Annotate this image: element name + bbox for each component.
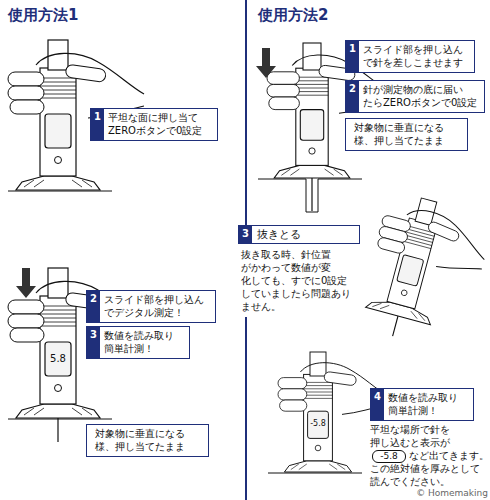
- callout-text: スライド部を押し込ん でデジタル測定！: [100, 291, 215, 322]
- callout-number: 1: [346, 41, 359, 72]
- depth-gauge: [274, 43, 350, 178]
- hand: [374, 200, 490, 278]
- needle: [393, 316, 398, 336]
- tilted-gauge: [354, 190, 490, 354]
- callout-number: 1: [91, 109, 104, 140]
- object-hole: [258, 179, 362, 212]
- callout-text: スライド部を押し込ん で針を差しこませます: [359, 41, 474, 72]
- callout-box: 3抜きとる抜き取る時、針位置 がかわって数値が変 化しても、すでに0設定 してい…: [238, 225, 360, 317]
- depth-gauge: [284, 352, 351, 472]
- display-reading: -5.8: [305, 419, 331, 429]
- callout-text: 針が測定物の底に届い たらZEROボタンで0設定: [359, 81, 484, 112]
- depth-gauge: [16, 268, 100, 418]
- needle: [57, 418, 58, 442]
- callout-number: 2: [346, 81, 359, 112]
- callout-text: -5.8: [380, 451, 398, 461]
- callout-number: 3: [239, 226, 252, 243]
- push-arrow: [256, 48, 276, 78]
- note-text: など出てきます。: [409, 450, 489, 463]
- note-text: この絶対値を厚みとして 読んでください。: [370, 463, 488, 488]
- callout-text: 抜きとる: [252, 226, 306, 243]
- flat-surface: [268, 473, 362, 474]
- section-heading: 使用方法1: [8, 5, 128, 25]
- callout-text: 数値を読み取り 簡単計測！: [384, 389, 473, 420]
- callout-number: 2: [87, 291, 100, 322]
- callout-box: 1平坦な面に押し当て ZEROボタンで0設定: [90, 108, 218, 141]
- callout-text: 数値を読み取り 簡単計測！: [100, 327, 189, 358]
- callout-number: 3: [87, 327, 100, 358]
- callout-text: 抜き取る時、針位置 がかわって数値が変 化しても、すでに0設定 していましたら問…: [238, 244, 360, 317]
- callout-text: 平坦な面に押し当て ZEROボタンで0設定: [104, 109, 217, 140]
- needle: [311, 178, 312, 211]
- callout-text: 対象物に垂直になる 様、押し当てたまま: [354, 122, 444, 146]
- callout-box: 3数値を読み取り 簡単計測！: [86, 326, 190, 359]
- depth-gauge: [16, 40, 100, 190]
- callout-box: 2スライド部を押し込ん でデジタル測定！: [86, 290, 216, 323]
- callout-header: 3抜きとる: [238, 225, 360, 244]
- note-text: 平坦な場所で針を 押し込むと表示が: [370, 424, 474, 449]
- callout-box: 2針が測定物の底に届い たらZEROボタンで0設定: [345, 80, 485, 113]
- section-heading: 使用方法2: [258, 5, 378, 25]
- callout-box: 1スライド部を押し込ん で針を差しこませます: [345, 40, 475, 73]
- callout-text: 対象物に垂直になる 様、押し当てたまま: [95, 428, 185, 452]
- push-arrow: [16, 268, 36, 298]
- display-value-box: -5.8: [372, 450, 406, 463]
- note-box: 対象物に垂直になる 様、押し当てたまま: [345, 118, 468, 151]
- callout-number: 4: [371, 389, 384, 420]
- display-reading: 5.8: [45, 353, 71, 365]
- flat-surface: [8, 191, 112, 192]
- note-box: 対象物に垂直になる 様、押し当てたまま: [86, 424, 209, 457]
- object-surface: [8, 419, 112, 420]
- watermark: © Homemaking: [392, 488, 488, 499]
- callout-box: 4数値を読み取り 簡単計測！: [370, 388, 474, 421]
